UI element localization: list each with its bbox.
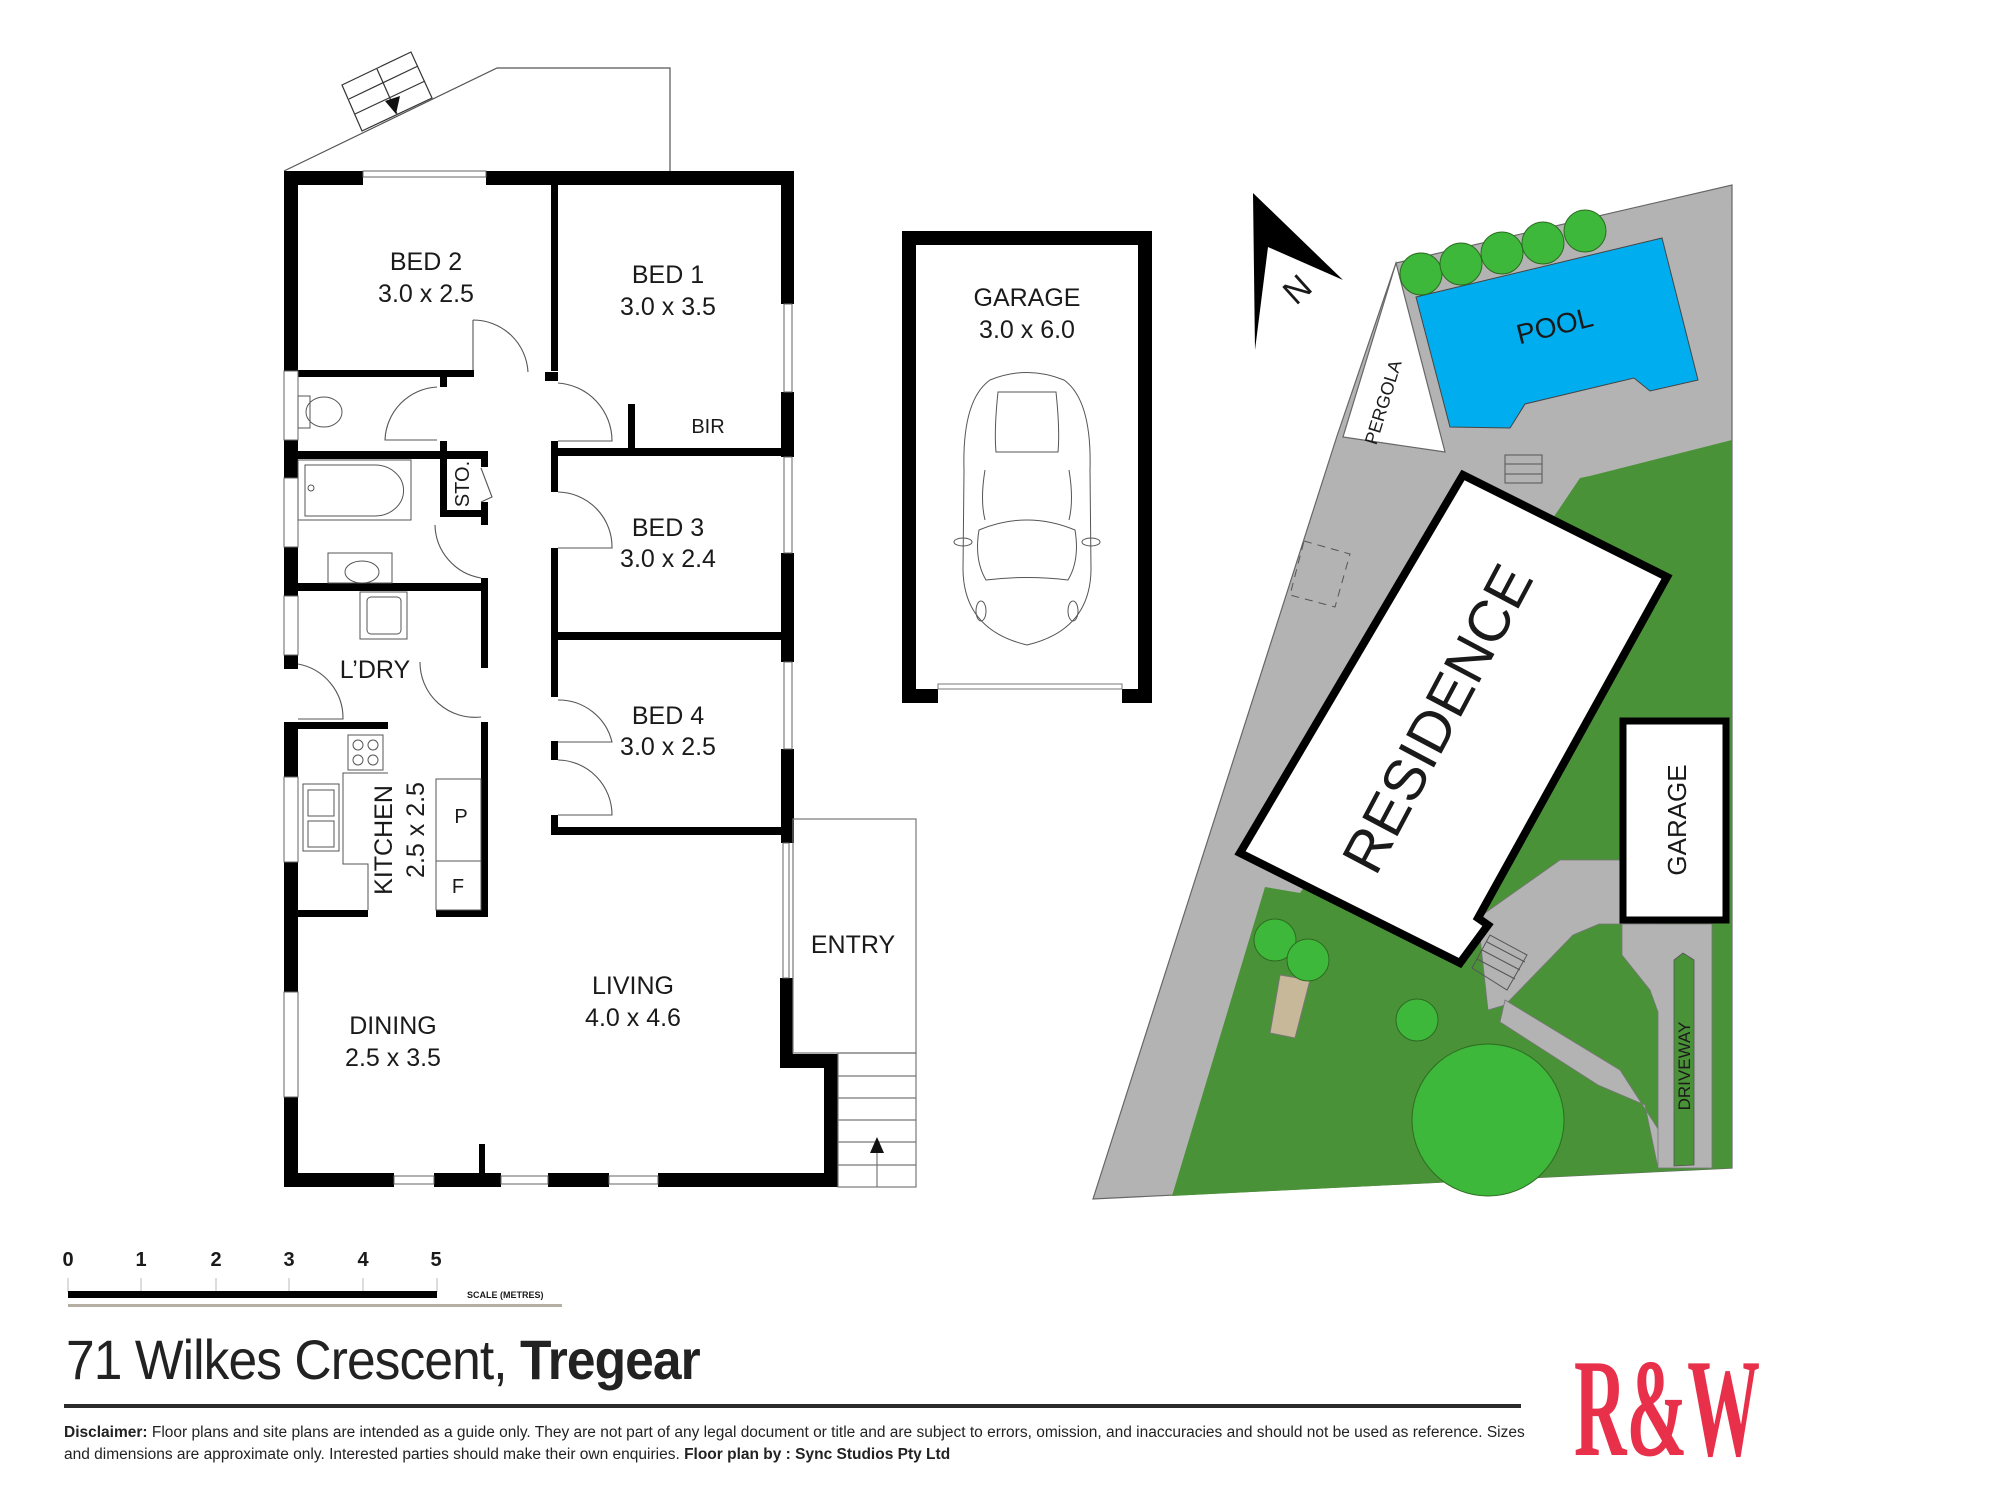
car-icon	[953, 372, 1101, 646]
disclaimer-credit: Floor plan by : Sync Studios Pty Ltd	[684, 1446, 951, 1463]
scale-tick-5: 5	[430, 1249, 441, 1271]
disclaimer-label: Disclaimer:	[64, 1424, 148, 1441]
room-label-garage: GARAGE	[974, 284, 1081, 312]
residence-building	[1234, 469, 1673, 969]
room-label-bed2: BED 2	[390, 248, 462, 276]
room-dims-living: 4.0 x 4.6	[585, 1004, 681, 1032]
scale-tick-3: 3	[283, 1249, 294, 1271]
scale-caption: SCALE (METRES)	[467, 1290, 544, 1300]
walls	[284, 171, 838, 1187]
logo-text: R&W	[1574, 1343, 1760, 1465]
room-dims-bed2: 3.0 x 2.5	[378, 280, 474, 308]
disclaimer-text: Floor plans and site plans are intended …	[64, 1424, 1525, 1463]
room-label-bed1: BED 1	[632, 261, 704, 289]
room-label-kitchen: KITCHEN	[370, 785, 398, 895]
scale-tick-2: 2	[210, 1249, 221, 1271]
north-arrow-icon: N	[1253, 193, 1343, 350]
driveway-strip	[1673, 952, 1695, 1167]
fridge-label: F	[452, 876, 464, 898]
address-street: 71 Wilkes Crescent,	[66, 1328, 508, 1391]
windows	[283, 170, 793, 1185]
pool	[1415, 237, 1699, 429]
site-garage-label: GARAGE	[1662, 764, 1692, 875]
rear-steps	[341, 51, 433, 132]
room-label-living: LIVING	[592, 972, 674, 1000]
room-dims-bed3: 3.0 x 2.4	[620, 545, 716, 573]
room-dims-dining: 2.5 x 3.5	[345, 1044, 441, 1072]
rear-steps-arrow-icon	[385, 96, 400, 114]
room-dims-bed4: 3.0 x 2.5	[620, 733, 716, 761]
room-dims-bed1: 3.0 x 3.5	[620, 293, 716, 321]
title-divider	[64, 1404, 1521, 1408]
room-dims-garage: 3.0 x 6.0	[979, 316, 1075, 344]
property-address: 71 Wilkes Crescent, Tregear	[66, 1328, 701, 1391]
storage-label: STO.	[452, 461, 474, 507]
site-plan: POOL PERGOLA RESIDENCE GARAGE	[1092, 184, 1733, 1200]
detached-garage: GARAGE 3.0 x 6.0	[902, 231, 1152, 703]
pantry-label: P	[454, 806, 467, 828]
lawn-top	[1582, 440, 1732, 690]
paved-path	[1477, 859, 1656, 1011]
yard-trees	[1253, 918, 1565, 1197]
room-label-bed3: BED 3	[632, 514, 704, 542]
fixtures	[297, 395, 482, 911]
disclaimer: Disclaimer: Floor plans and site plans a…	[64, 1422, 1534, 1466]
driveway-label: DRIVEWAY	[1675, 1022, 1694, 1111]
site-garage	[1619, 717, 1730, 924]
rear-deck-outline	[283, 67, 671, 172]
doors	[297, 319, 613, 816]
scale-bar: 0 1 2 3 4 5 SCALE (METRES)	[62, 1249, 562, 1307]
pergola-area	[1342, 260, 1446, 453]
bir-label: BIR	[691, 416, 724, 438]
raine-horne-logo: R&W	[1574, 1343, 1760, 1465]
scale-tick-0: 0	[62, 1249, 73, 1271]
room-label-bed4: BED 4	[632, 702, 704, 730]
room-label-dining: DINING	[349, 1012, 437, 1040]
dashed-outline	[1289, 540, 1351, 608]
floor-plan: BED 2 3.0 x 2.5 BED 1 3.0 x 3.5 BIR BED …	[283, 51, 917, 1188]
residence-steps	[1471, 934, 1528, 991]
front-steps-arrow-icon	[870, 1137, 884, 1153]
room-dims-kitchen: 2.5 x 2.5	[402, 782, 430, 878]
entry-label: ENTRY	[811, 931, 896, 959]
entry-and-steps	[792, 818, 917, 1188]
hedge-trees	[1399, 209, 1607, 296]
address-suburb: Tregear	[520, 1328, 701, 1391]
laundry-label: L’DRY	[340, 656, 411, 684]
scale-tick-4: 4	[357, 1249, 369, 1271]
north-label: N	[1276, 267, 1320, 312]
pool-steps	[1504, 454, 1543, 484]
scale-tick-1: 1	[135, 1249, 146, 1271]
